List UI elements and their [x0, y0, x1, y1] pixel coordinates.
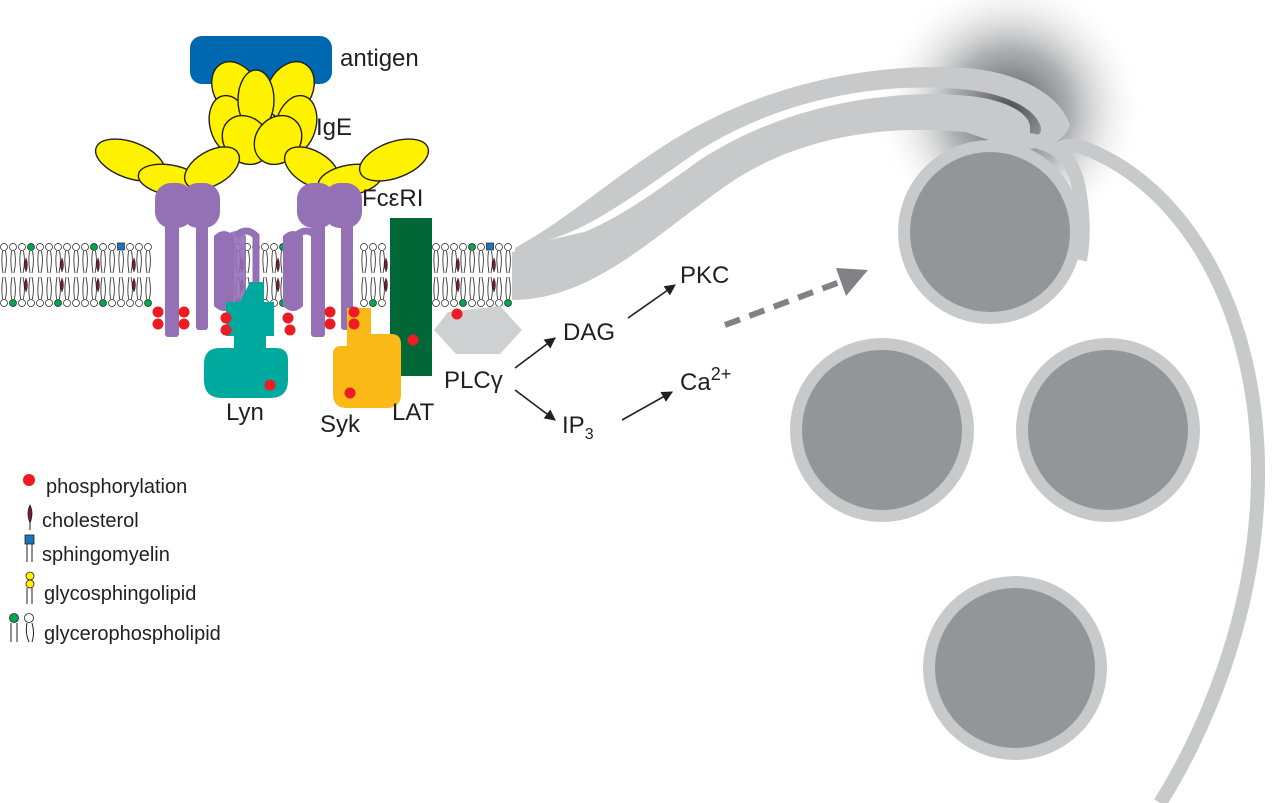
lyn-label: Lyn [226, 399, 264, 426]
cholesterol-icon [27, 504, 33, 530]
dag-label: DAG [563, 319, 615, 346]
arrow-dag-to-pkc [627, 284, 676, 319]
legend-label-phosphorylation: phosphorylation [46, 476, 187, 498]
ige-label: IgE [316, 114, 352, 141]
glycerophospholipid-icon [9, 613, 34, 643]
legend: phosphorylation cholesterol sphingomyeli… [9, 474, 221, 645]
antigen-label: antigen [340, 45, 419, 72]
legend-label-glycerophospholipid: glycerophospholipid [44, 623, 221, 645]
signaling-arrows [514, 284, 676, 421]
membrane-sheet [512, 94, 1030, 300]
legend-label-cholesterol: cholesterol [42, 510, 139, 532]
granule-left-core [802, 350, 962, 510]
calcium-superscript: 2+ [711, 364, 732, 384]
lyn-protein [204, 282, 288, 398]
calcium-base: Ca [680, 369, 711, 396]
ip3-base: IP [562, 412, 585, 439]
ip3-label: IP3 [562, 412, 594, 443]
calcium-label: Ca2+ [680, 364, 731, 396]
lipid-bilayer [0, 242, 512, 307]
arrow-plc-to-dag [514, 337, 556, 369]
plasma-membrane-curve [1051, 138, 1266, 803]
cell-body [512, 0, 1266, 803]
receptor-label: FcεRI [362, 185, 423, 212]
granule-right-core [1028, 350, 1188, 510]
exocytosis-arrow [723, 268, 868, 328]
ige-antibodies [94, 61, 430, 197]
syk-label: Syk [320, 411, 361, 438]
arrow-plc-to-ip3 [514, 389, 556, 421]
arrow-ip3-to-ca [621, 391, 673, 421]
ip3-subscript: 3 [585, 426, 594, 443]
glycosphingolipid-icon [25, 571, 35, 604]
legend-label-sphingomyelin: sphingomyelin [42, 544, 170, 566]
cell-membrane-band [515, 67, 1070, 248]
granule-fusing-core [910, 152, 1070, 312]
lat-label: LAT [392, 399, 435, 426]
granule-bottom-core [935, 588, 1095, 748]
syk-protein [333, 308, 401, 408]
phosphorylation-icon [23, 474, 35, 486]
sphingomyelin-icon [24, 534, 35, 562]
legend-label-glycosphingolipid: glycosphingolipid [44, 583, 196, 605]
fusion-neck [1004, 131, 1090, 262]
phosphorylation-sites [152, 306, 463, 399]
fceri-receptor-right [283, 183, 362, 337]
plc-gamma-protein [434, 306, 522, 354]
plc-gamma-label: PLCγ [444, 367, 503, 394]
fceri-receptor-left [155, 183, 260, 337]
pkc-label: PKC [680, 262, 729, 289]
